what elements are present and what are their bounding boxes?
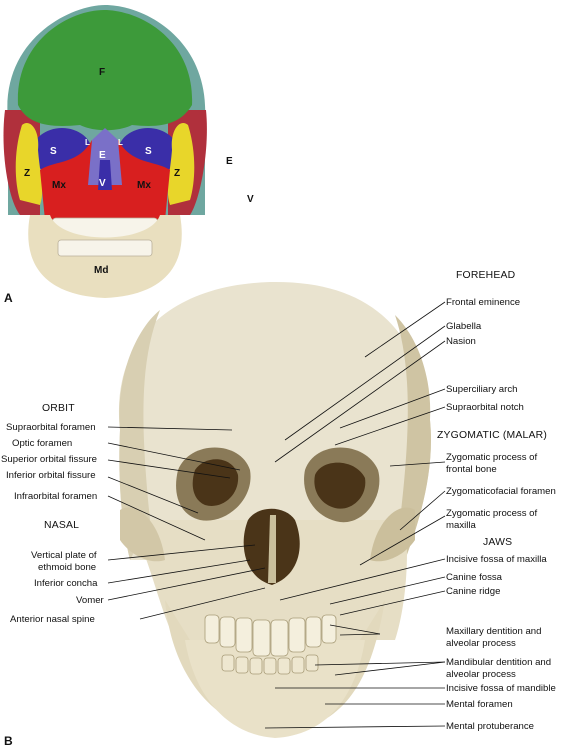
label-mandibular-dentition-line1: Mandibular dentition and: [446, 657, 552, 668]
label-incisive-fossa-mandible: Incisive fossa of mandible: [446, 683, 556, 694]
maxilla-right-code: Mx: [137, 180, 151, 191]
label-zygomaticofacial-foramen: Zygomaticofacial foramen: [446, 486, 556, 497]
label-inferior-orbital-fissure: Inferior orbital fissure: [6, 470, 96, 481]
label-zygomatic-process-maxilla-line2: maxilla: [446, 520, 476, 531]
leader-lines: [107, 301, 446, 729]
heading-orbit: ORBIT: [42, 403, 75, 414]
lower-teeth-b: [221, 654, 319, 675]
label-infraorbital-foramen: Infraorbital foramen: [14, 491, 98, 502]
legend-ethmoid-code: E: [226, 156, 233, 167]
zygomatic-left-code: Z: [24, 168, 31, 179]
heading-zygomatic: ZYGOMATIC (MALAR): [437, 430, 547, 441]
upper-teeth-b: [204, 614, 337, 657]
zygoma-left-b: [120, 507, 165, 562]
label-incisive-fossa-maxilla: Incisive fossa of maxilla: [446, 554, 547, 565]
label-mental-foramen: Mental foramen: [446, 699, 513, 710]
label-canine-fossa: Canine fossa: [446, 572, 502, 583]
label-frontal-eminence: Frontal eminence: [446, 297, 521, 308]
mandible-code: Md: [94, 265, 109, 276]
zygomatic-left-shape: [15, 122, 43, 205]
label-vomer: Vomer: [76, 595, 104, 606]
zygomatic-right-shape: [167, 122, 195, 205]
label-zygomatic-process-frontal-line1: Zygomatic process of: [446, 452, 538, 463]
label-vertical-plate-line2: ethmoid bone: [38, 562, 97, 573]
vomer-code: V: [99, 178, 106, 189]
label-vertical-plate-line1: Vertical plate of: [31, 550, 97, 561]
label-superciliary-arch: Superciliary arch: [446, 384, 518, 395]
maxilla-left-code: Mx: [52, 180, 66, 191]
panel-b-letter: B: [4, 734, 13, 748]
nasal-cavity-shape: [88, 128, 122, 185]
label-maxillary-dentition-line2: alveolar process: [446, 638, 516, 649]
label-optic-foramen: Optic foramen: [12, 438, 73, 449]
sphenoid-left-code: S: [50, 146, 57, 157]
cranium-shadow-right: [395, 315, 431, 560]
lower-teeth-shape: [57, 239, 153, 257]
orbit-b-right-inner: [314, 462, 366, 509]
label-mandibular-dentition-line2: alveolar process: [446, 669, 516, 680]
mandible-shape: [28, 215, 182, 298]
label-nasion: Nasion: [446, 336, 476, 347]
label-inferior-concha: Inferior concha: [34, 578, 98, 589]
lacrimal-left-code: L: [85, 138, 90, 147]
label-superior-orbital-fissure: Superior orbital fissure: [1, 454, 97, 465]
label-supraorbital-notch: Supraorbital notch: [446, 402, 524, 413]
ethmoid-code: E: [99, 150, 106, 161]
label-zygomatic-process-frontal-line2: frontal bone: [446, 464, 497, 475]
lacrimal-right-code: L: [118, 138, 123, 147]
heading-jaws: JAWS: [483, 537, 513, 548]
nasal-septum: [268, 515, 276, 583]
heading-nasal: NASAL: [44, 520, 80, 531]
label-supraorbital-foramen: Supraorbital foramen: [6, 422, 96, 433]
label-canine-ridge: Canine ridge: [446, 586, 501, 597]
heading-forehead: FOREHEAD: [456, 270, 516, 281]
legend-vomer-code: V: [247, 194, 254, 205]
zygoma-right-b: [370, 507, 415, 562]
frontal-code: F: [99, 67, 106, 78]
sphenoid-right-code: S: [145, 146, 152, 157]
label-mental-protuberance: Mental protuberance: [446, 721, 534, 732]
zygomatic-right-code: Z: [174, 168, 181, 179]
label-maxillary-dentition-line1: Maxillary dentition and: [446, 626, 542, 637]
label-anterior-nasal-spine: Anterior nasal spine: [10, 614, 95, 625]
label-zygomatic-process-maxilla-line1: Zygomatic process of: [446, 508, 538, 519]
panel-a-letter: A: [4, 291, 13, 305]
vomer-shape: [98, 160, 112, 190]
orbit-b-left-inner: [192, 459, 239, 506]
cranium-shadow-left: [119, 310, 160, 560]
frontal-bone-shape: [17, 10, 193, 131]
label-glabella: Glabella: [446, 321, 482, 332]
